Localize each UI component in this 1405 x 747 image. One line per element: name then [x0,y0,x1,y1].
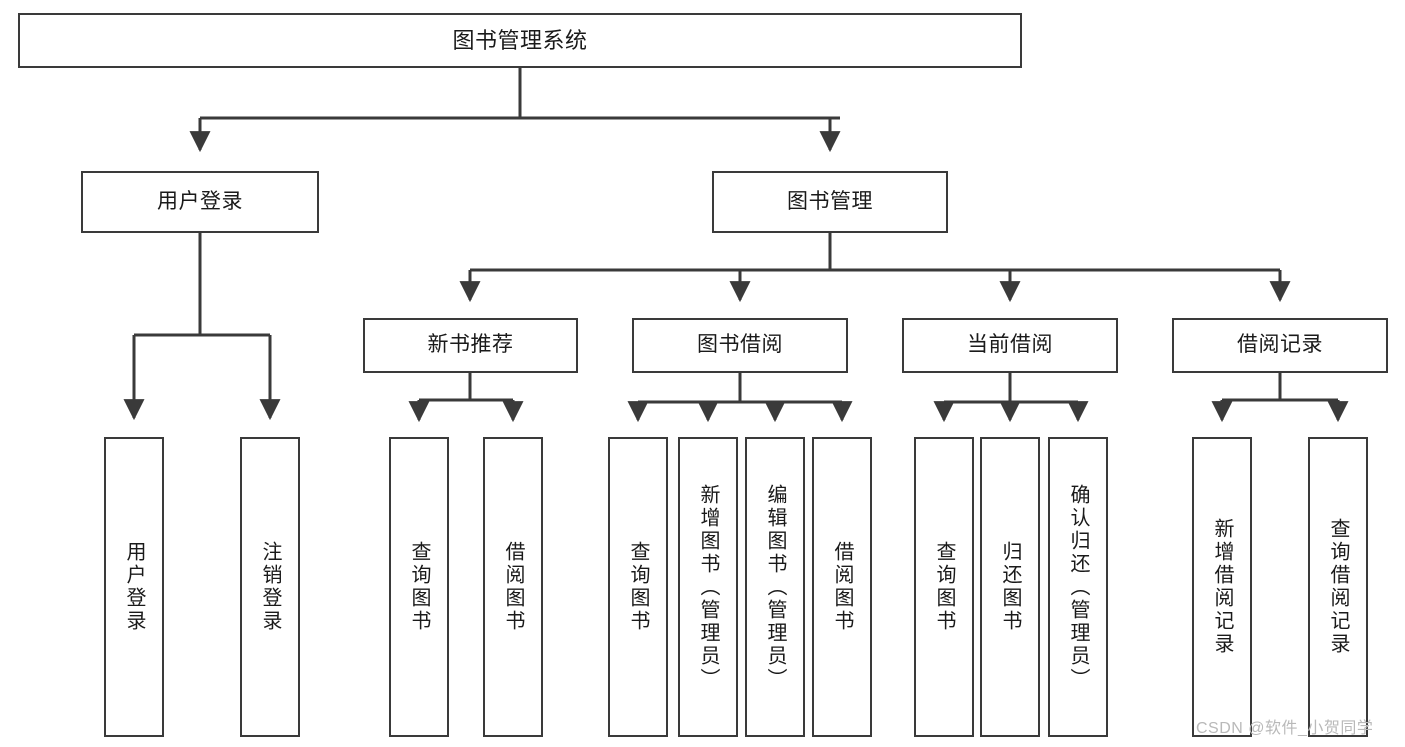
node-label: 确认归还（管理员） [1067,483,1089,691]
leaf-query-book-recommend[interactable]: 查询图书 [389,437,449,737]
leaf-query-book-current[interactable]: 查询图书 [914,437,974,737]
node-label: 新增图书（管理员） [697,483,719,691]
node-label: 查询图书 [627,541,649,633]
leaf-borrow-book-recommend[interactable]: 借阅图书 [483,437,543,737]
node-label: 图书管理系统 [452,27,588,53]
node-label: 注销登录 [259,541,281,633]
node-label: 用户登录 [123,541,145,633]
node-user-login[interactable]: 用户登录 [81,171,319,233]
edge-group-current-borrow [933,373,1089,423]
leaf-query-borrow-record[interactable]: 查询借阅记录 [1308,437,1368,737]
node-label: 借阅图书 [502,541,524,633]
leaf-return-book[interactable]: 归还图书 [980,437,1040,737]
edge-group-root [189,68,841,153]
leaf-confirm-return[interactable]: 确认归还（管理员） [1048,437,1108,737]
node-label: 查询借阅记录 [1327,518,1349,656]
node-label: 用户登录 [157,189,243,213]
leaf-add-borrow-record[interactable]: 新增借阅记录 [1192,437,1252,737]
node-label: 图书借阅 [697,333,783,357]
edge-group-book-borrow [627,373,853,423]
node-label: 归还图书 [999,541,1021,633]
node-label: 图书管理 [787,189,873,213]
node-label: 新书推荐 [427,333,514,357]
node-book-management[interactable]: 图书管理 [712,171,948,233]
node-new-book-recommend[interactable]: 新书推荐 [363,318,578,373]
node-label: 借阅记录 [1237,333,1323,357]
leaf-borrow-book[interactable]: 借阅图书 [812,437,872,737]
leaf-edit-book[interactable]: 编辑图书（管理员） [745,437,805,737]
node-label: 查询图书 [933,541,955,633]
node-label: 查询图书 [408,541,430,633]
node-label: 编辑图书（管理员） [764,483,786,691]
leaf-logout-login[interactable]: 注销登录 [240,437,300,737]
leaf-add-book[interactable]: 新增图书（管理员） [678,437,738,737]
edge-group-user-login [123,233,281,421]
node-book-borrow[interactable]: 图书借阅 [632,318,848,373]
node-root-book-management-system[interactable]: 图书管理系统 [18,13,1022,68]
csdn-watermark: CSDN @软件_小贺同学 [1196,720,1374,737]
node-label: 新增借阅记录 [1211,518,1233,656]
leaf-query-book-borrow[interactable]: 查询图书 [608,437,668,737]
node-label: 当前借阅 [967,333,1053,357]
edge-group-borrow-record [1211,373,1349,423]
edge-group-new-book-recommend [408,373,524,423]
node-current-borrow[interactable]: 当前借阅 [902,318,1118,373]
node-borrow-record[interactable]: 借阅记录 [1172,318,1388,373]
node-label: 借阅图书 [831,541,853,633]
leaf-user-login[interactable]: 用户登录 [104,437,164,737]
edge-group-book-management [459,233,1291,303]
